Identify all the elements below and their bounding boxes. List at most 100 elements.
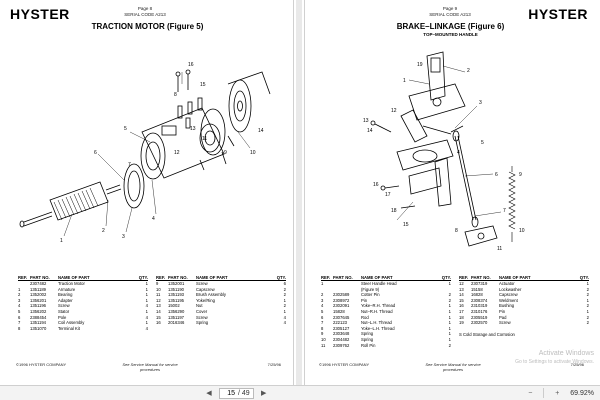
cell-name: Screw (196, 314, 208, 320)
page-gutter (296, 0, 302, 385)
cell-part: 1356201 (30, 297, 47, 303)
footer-copyright: ©1996 HYSTER COMPANY (319, 362, 370, 367)
cell-part: 2310319 (471, 303, 488, 309)
cell-name: Yoke–R.H. Thread (361, 303, 396, 309)
cell-part: 1351195 (168, 297, 184, 303)
next-page-button[interactable]: ▶ (260, 390, 267, 397)
cell-name: Rod (361, 314, 369, 320)
cell-qty: 2 (586, 320, 589, 326)
cell-name: Stator (58, 308, 70, 314)
cell-ref: 7 (321, 320, 324, 326)
table-row: (Figure 9) (321, 287, 451, 293)
cell-qty: 1 (448, 303, 451, 309)
cell-qty: 1 (448, 314, 451, 320)
cell-name: Actuator (499, 281, 515, 286)
callout-16: 16 (188, 62, 194, 68)
cell-name: Spring (361, 336, 374, 342)
cell-name: Yoke–L.H. Thread (361, 325, 395, 331)
cell-qty: 2 (586, 292, 589, 298)
page-left: HYSTER Page 8 SERIAL CODE A213 TRACTION … (2, 0, 294, 385)
stator-housing (140, 107, 226, 180)
cell-name: Pin (499, 308, 506, 314)
cell-ref: 2 (321, 292, 324, 298)
cell-ref: 15 (156, 314, 161, 320)
cell-qty: 1 (145, 286, 148, 292)
cell-name: Terminal Kit (58, 325, 80, 331)
footnote: S Cold Storage and Corrosion (459, 331, 515, 337)
zoom-controls: − + 69.92% (523, 387, 594, 399)
linkage-arm (400, 109, 452, 143)
cell-qty: 1 (145, 292, 148, 298)
cell-part: 1351194 (30, 320, 46, 326)
cell-part: 15158 (471, 286, 483, 292)
cell-name: Traction Motor (58, 281, 85, 286)
cell-name: Coil Assembly (58, 320, 85, 326)
callout-10: 10 (250, 150, 256, 156)
callout-19: 19 (417, 62, 423, 68)
callout-14: 14 (367, 128, 373, 134)
callout-10: 10 (519, 228, 525, 234)
callout-6: 6 (495, 172, 498, 178)
page-navigation: ◀ / 49 ▶ (202, 387, 271, 399)
table-row: 14 16828 Capscrew 2 (459, 292, 589, 298)
cell-ref: 14 (459, 292, 464, 298)
callout-12: 12 (174, 150, 180, 156)
toolbar-divider (543, 388, 545, 398)
brake-linkage-diagram: 1 2 3 4 5 6 7 8 9 10 11 12 13 14 15 16 1… (363, 51, 525, 252)
cell-qty: 1 (145, 308, 148, 314)
previous-page-button[interactable]: ◀ (206, 390, 212, 397)
cell-qty: 6 (283, 281, 286, 286)
cell-qty: 1 (448, 336, 451, 342)
hyster-logo: HYSTER (528, 6, 588, 22)
zoom-out-button[interactable]: − (528, 389, 533, 397)
cell-name: (Figure 9) (361, 286, 380, 292)
callout-6: 6 (94, 150, 97, 156)
cell-ref: 4 (321, 303, 324, 309)
footer-copyright: ©1996 HYSTER COMPANY (16, 362, 67, 367)
cell-name: Screw (196, 281, 208, 286)
cell-part: 2308374 (471, 297, 488, 303)
cell-part: 16828 (471, 292, 483, 298)
zoom-level[interactable]: 69.92% (570, 389, 594, 397)
cell-ref: 15 (459, 297, 464, 303)
cell-ref: 9 (321, 331, 324, 337)
cell-name: Capscrew (499, 292, 518, 298)
cell-ref: 6 (18, 314, 21, 320)
cell-qty: 2 (448, 297, 451, 303)
cell-part: 2388454 (30, 314, 47, 320)
cell-part: 1351189 (30, 286, 46, 292)
cell-ref: 13 (156, 303, 161, 309)
cell-ref: 7 (18, 320, 21, 326)
cell-part: 2302570 (471, 320, 488, 326)
cell-ref: 8 (18, 325, 21, 331)
callout-8: 8 (455, 228, 458, 234)
table-header: REF. PART NO. NAME OF PART QTY. (18, 275, 148, 281)
cell-ref: 16 (156, 320, 161, 326)
hyster-logo: HYSTER (10, 6, 70, 22)
callout-1: 1 (60, 238, 63, 244)
callout-14: 14 (258, 128, 264, 134)
zoom-in-button[interactable]: + (555, 389, 560, 397)
cell-qty: 4 (283, 314, 286, 320)
serial-code: SERIAL CODE A213 (124, 12, 166, 17)
cell-part: 222123 (333, 320, 347, 326)
watermark-line: Activate Windows (538, 350, 594, 357)
cell-part: 1351070 (30, 325, 47, 331)
cell-ref: 14 (156, 308, 161, 314)
page-number-input[interactable] (223, 389, 235, 397)
cell-name: Pad (499, 314, 507, 320)
